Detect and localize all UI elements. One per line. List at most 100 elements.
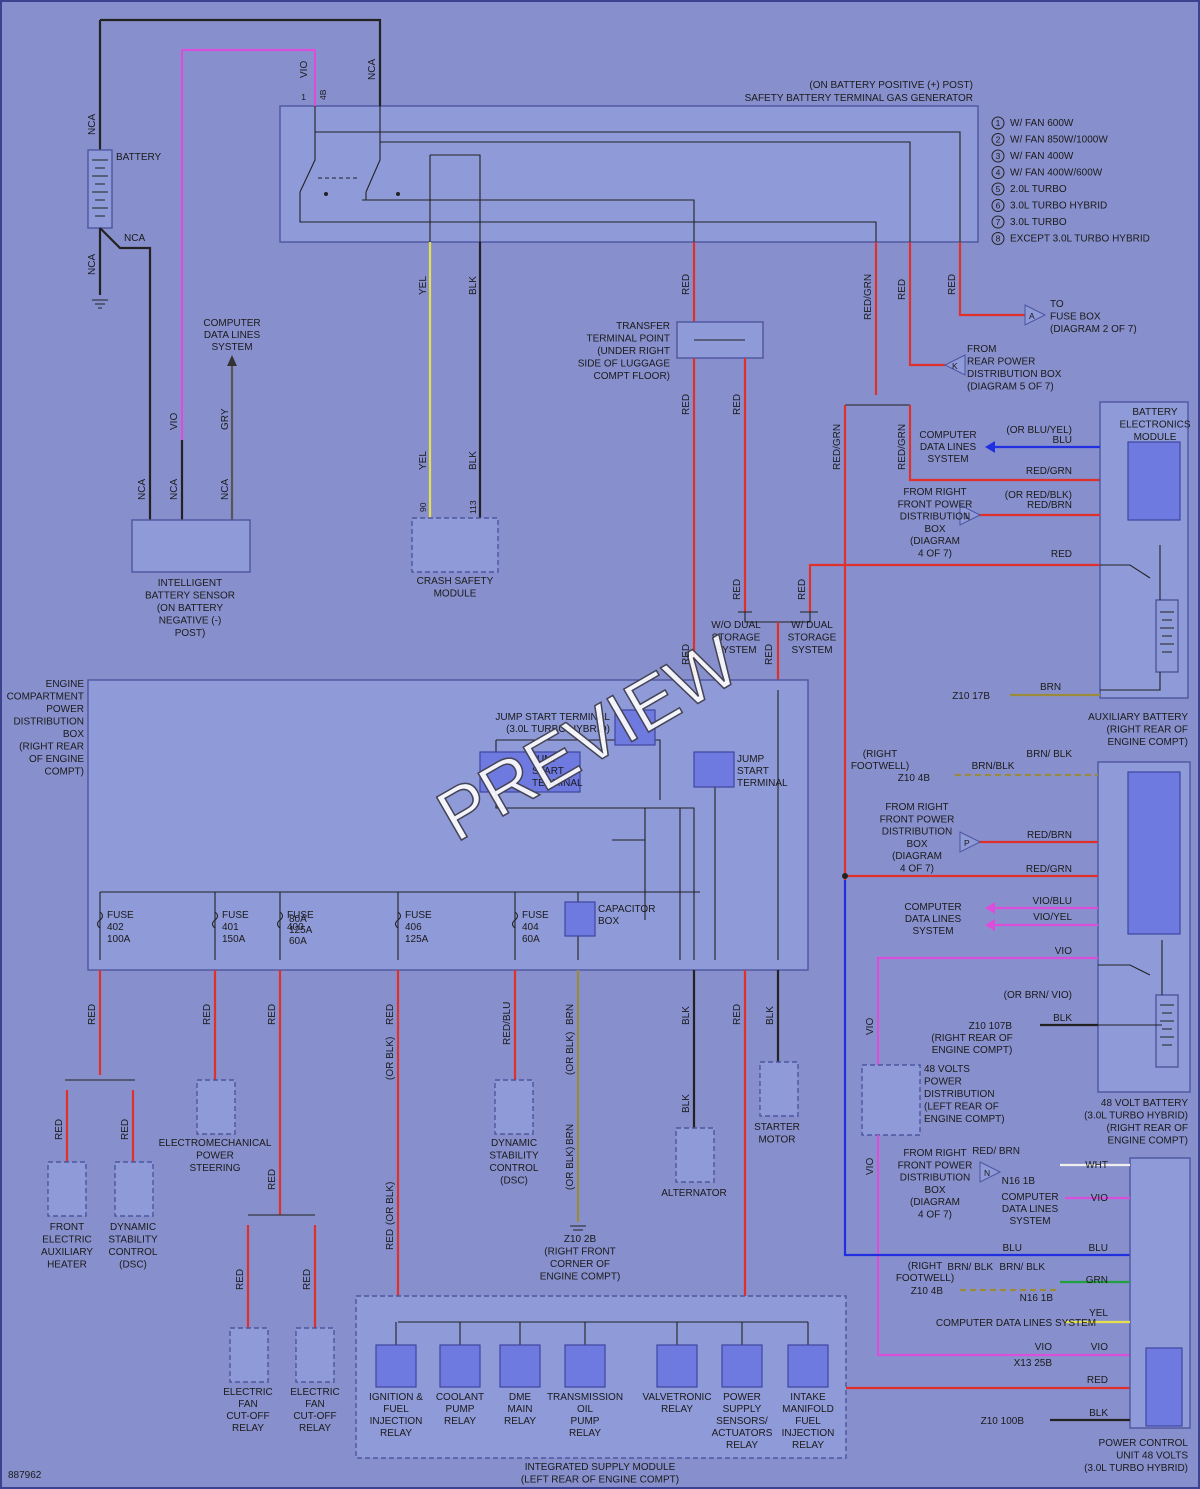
computer-data-lines-label: COMPUTER: [1001, 1192, 1058, 1203]
wire-red-grn-3: [908, 405, 1100, 482]
transfer-label-line: COMPT FLOOR): [594, 371, 670, 382]
dsc-label-line: CONTROL: [490, 1163, 539, 1174]
wire-label: (RIGHT: [863, 749, 897, 760]
wire-label-yel: YEL: [418, 276, 429, 295]
wo-dual-label-line: STORAGE: [712, 633, 761, 644]
pdb-48v-box: [861, 1064, 921, 1136]
z10-2b-label-line: Z10 2B: [564, 1234, 597, 1245]
fan-relay-label: CUT-OFF: [226, 1411, 269, 1422]
battery-48v-label-line: ENGINE COMPT): [1107, 1136, 1188, 1147]
wire-label: BLU: [1003, 1243, 1022, 1254]
battery-negative-wire: [98, 227, 152, 520]
wire-label: Z10 4B: [898, 773, 931, 784]
dsc-left-label-line: CONTROL: [109, 1247, 158, 1258]
relay-label: MAIN: [508, 1404, 533, 1415]
wire-label: RED/GRN: [1026, 864, 1072, 875]
fuse-number: 402: [107, 922, 124, 933]
starter-motor-box: [759, 1061, 799, 1117]
starter-label-line: STARTER: [754, 1122, 800, 1133]
computer-data-lines-label: DATA LINES: [1002, 1204, 1059, 1215]
wire-vio-top: [182, 48, 317, 106]
wire-label: FRONT POWER: [898, 1160, 973, 1171]
wire-label: BLK: [681, 1094, 692, 1113]
connector-l-label: L: [965, 511, 970, 521]
computer-data-lines-label: DATA LINES: [920, 442, 977, 453]
relay-label: VALVETRONIC: [642, 1392, 711, 1403]
w-dual-label-line: STORAGE: [788, 633, 837, 644]
legend-number-circle: [991, 182, 1005, 196]
wire-label: GRN: [1086, 1275, 1108, 1286]
pin-4b: 4B: [318, 89, 328, 100]
wire-label: FROM RIGHT: [903, 1148, 966, 1159]
pdb48-label-line: ENGINE COMPT): [924, 1114, 1005, 1125]
fuse-name: FUSE: [107, 910, 134, 921]
wire-label: RED: [732, 1004, 743, 1025]
computer-data-lines-label: DATA LINES: [204, 330, 261, 341]
bem-label-line: ELECTRONICS: [1119, 420, 1190, 431]
relay-label: IGNITION &: [369, 1392, 423, 1403]
pdb48-label-line: DISTRIBUTION: [924, 1089, 995, 1100]
fan-relay-label: FAN: [238, 1399, 257, 1410]
wire-label: VIO: [1091, 1193, 1108, 1204]
aux-battery-label-line: (RIGHT REAR OF: [1107, 725, 1188, 736]
wire-label: RED/GRN: [1026, 466, 1072, 477]
eps-label-line: POWER: [196, 1151, 234, 1162]
ibs-label-line: BATTERY SENSOR: [145, 591, 235, 602]
relay-box: [721, 1344, 763, 1388]
connector-a-label: A: [1029, 311, 1035, 321]
connector-k: [943, 354, 966, 376]
computer-data-lines-label: SYSTEM: [912, 926, 953, 937]
fuse-number: 406: [405, 922, 422, 933]
ecpdb-label-line: COMPARTMENT: [7, 692, 84, 703]
wire-label-vio: VIO: [299, 61, 310, 78]
relay-box: [439, 1344, 481, 1388]
fuse-number: 404: [522, 922, 539, 933]
legend-text: 2.0L TURBO: [1010, 184, 1067, 195]
fan-relay-label: RELAY: [232, 1423, 264, 1434]
safety-terminal-label-1: (ON BATTERY POSITIVE (+) POST): [809, 80, 973, 91]
relay-label: COOLANT: [436, 1392, 484, 1403]
isn-label-line: INTEGRATED SUPPLY MODULE: [525, 1462, 676, 1473]
capacitor-box-label-1: CAPACITOR: [598, 904, 655, 915]
fan-relay-label: CUT-OFF: [293, 1411, 336, 1422]
aux-battery-cell-lines: [1100, 545, 1174, 691]
wire-label-red-grn-2: RED/GRN: [832, 424, 843, 470]
wire-label: BLU: [1053, 435, 1072, 446]
battery-48v-label-line: 48 VOLT BATTERY: [1101, 1098, 1188, 1109]
wire-label-blk: BLK: [468, 276, 479, 295]
wire-label: (OR RED/BLK): [1005, 490, 1072, 501]
relay-box: [375, 1344, 417, 1388]
heater-label-line: FRONT: [50, 1222, 84, 1233]
legend-text: 3.0L TURBO: [1010, 217, 1067, 228]
bem-wires-line: FROM RIGHT: [903, 487, 966, 498]
battery-wire-nca-2: NCA: [124, 233, 145, 244]
pcu-label-line: (3.0L TURBO HYBRID): [1084, 1463, 1188, 1474]
relay-box: [787, 1344, 829, 1388]
legend-number: 7: [996, 217, 1001, 227]
relay-label: FUEL: [795, 1416, 821, 1427]
wire-label-red-7: RED: [897, 279, 908, 300]
wire-red-w-dual: [808, 563, 1100, 612]
relay-box: [564, 1344, 606, 1388]
wire-label: BOX: [924, 1185, 945, 1196]
wire-label-red-grn-1: RED/GRN: [863, 274, 874, 320]
relay-label: INJECTION: [782, 1428, 835, 1439]
computer-data-lines-label: SYSTEM: [211, 342, 252, 353]
transfer-label-line: TRANSFER: [616, 321, 670, 332]
legend-number-circle: [991, 149, 1005, 163]
connector-p: [959, 831, 982, 853]
wire-label-red-2: RED: [681, 394, 692, 415]
safety-battery-terminal-box: [279, 105, 979, 243]
legend-text: W/ FAN 400W: [1010, 151, 1074, 162]
wire-label: DISTRIBUTION: [900, 1173, 971, 1184]
wire-label: (OR BLK): [385, 1037, 396, 1080]
z10-17b: Z10 17B: [952, 691, 990, 702]
wire-label: VIO: [865, 1158, 876, 1175]
relay-label: MANIFOLD: [782, 1404, 834, 1415]
